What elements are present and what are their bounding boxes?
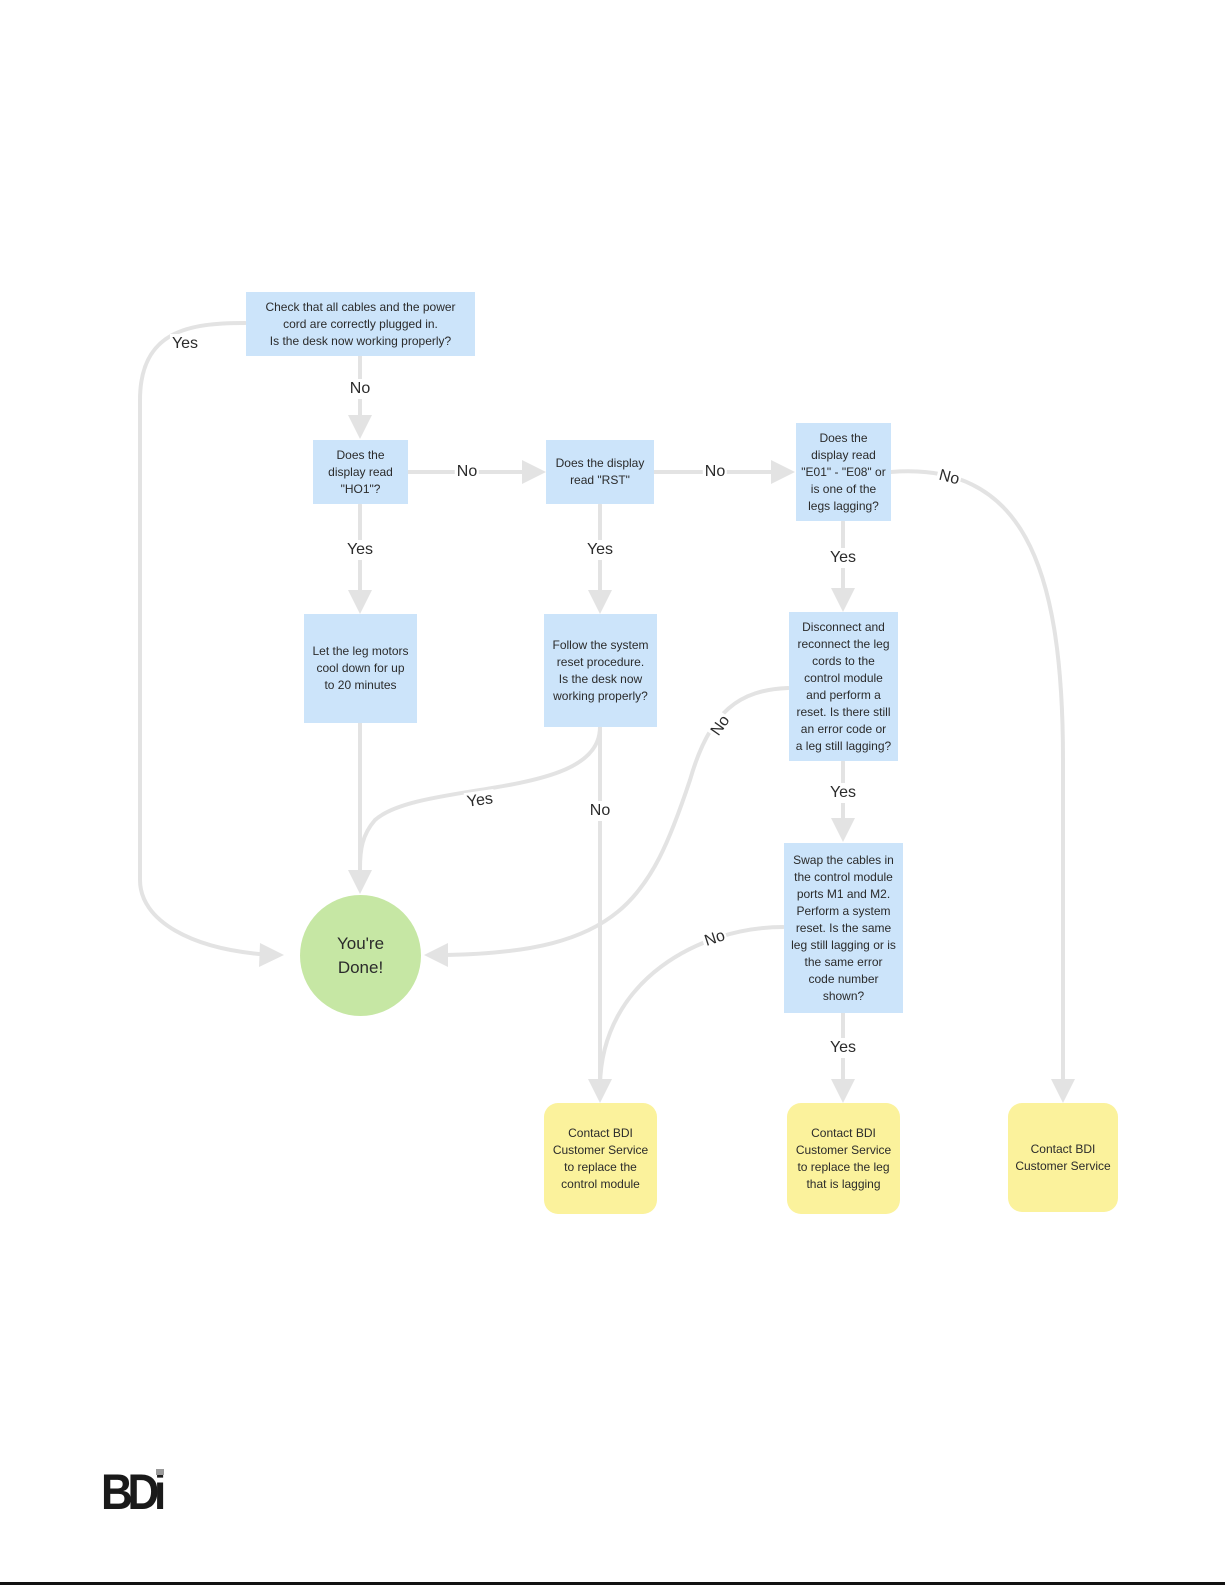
edge-label-reset-no: No (587, 801, 613, 821)
node-cool-down: Let the leg motors cool down for up to 2… (304, 614, 417, 723)
arrowhead (771, 460, 795, 484)
arrowhead (831, 588, 855, 612)
edge-label-ho1-no: No (454, 462, 480, 482)
edge-label-rst-yes: Yes (584, 540, 616, 560)
connector-reconnect-no (444, 686, 790, 957)
bdi-logo: BDi (101, 1466, 167, 1514)
arrowhead (348, 870, 372, 894)
arrowhead (348, 590, 372, 614)
node-check-cables: Check that all cables and the power cord… (246, 292, 475, 356)
arrowhead (1051, 1079, 1075, 1103)
arrowhead (831, 1079, 855, 1103)
arrowhead (424, 943, 448, 967)
node-youre-done: You're Done! (300, 895, 421, 1016)
node-swap-cables: Swap the cables in the control module po… (784, 843, 903, 1013)
node-reconnect-legs: Disconnect and reconnect the leg cords t… (789, 612, 898, 761)
arrowhead (588, 1079, 612, 1103)
arrowhead (259, 943, 284, 967)
edge-label-rst-no: No (702, 462, 728, 482)
node-display-rst: Does the display read "RST" (546, 440, 654, 504)
arrowhead (522, 460, 546, 484)
connector-e01-no (889, 469, 1065, 1087)
bdi-logo-text: BDi (101, 1466, 164, 1514)
edge-label-swap-yes: Yes (827, 1038, 859, 1058)
connector-swap-no (598, 925, 785, 1087)
arrowhead (831, 818, 855, 842)
edge-label-e01-yes: Yes (827, 548, 859, 568)
node-system-reset: Follow the system reset procedure. Is th… (544, 614, 657, 727)
node-contact-service: Contact BDI Customer Service (1008, 1103, 1118, 1212)
edge-label-reset-yes: Yes (463, 789, 497, 813)
connector-check-yes (138, 321, 274, 957)
page-bottom-rule (0, 1582, 1225, 1585)
edge-label-reconnect-yes: Yes (827, 783, 859, 803)
edge-label-check-yes: Yes (169, 334, 201, 354)
arrowhead (348, 415, 372, 439)
node-display-ho1: Does the display read "HO1"? (313, 440, 408, 504)
edge-label-ho1-yes: Yes (344, 540, 376, 560)
connector-reset-yes (358, 725, 602, 870)
bdi-logo-dot (156, 1469, 164, 1475)
node-contact-replace-leg: Contact BDI Customer Service to replace … (787, 1103, 900, 1214)
node-display-e01: Does the display read "E01" - "E08" or i… (796, 423, 891, 521)
node-contact-replace-module: Contact BDI Customer Service to replace … (544, 1103, 657, 1214)
edge-label-check-no: No (347, 379, 373, 399)
arrowhead (588, 590, 612, 614)
